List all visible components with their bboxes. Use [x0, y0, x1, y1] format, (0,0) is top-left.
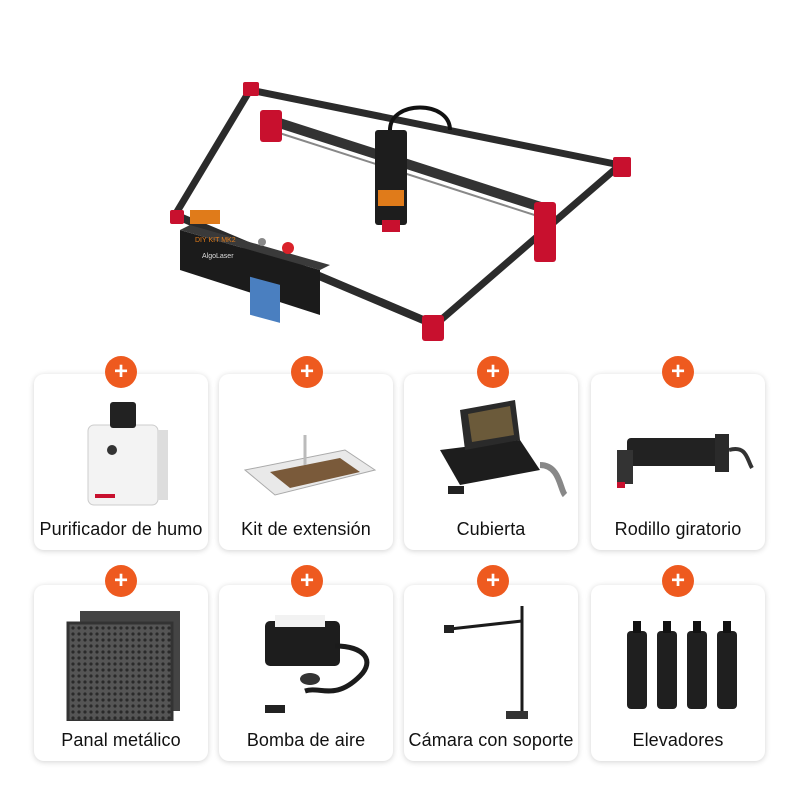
plus-icon[interactable]: +: [477, 356, 509, 388]
accessory-card-rotary-roller[interactable]: Rodillo giratorio: [591, 374, 765, 550]
plate-text: DIY KIT MK2: [195, 237, 236, 244]
accessory-label: Purificador de humo: [39, 519, 203, 539]
risers-icon: [627, 621, 737, 709]
plus-icon[interactable]: +: [291, 565, 323, 597]
accessory-label: Panal metálico: [61, 730, 181, 750]
accessory-label: Bomba de aire: [246, 730, 366, 750]
plus-icon[interactable]: +: [105, 565, 137, 597]
accessory-card-camera-stand[interactable]: Cámara con soporte: [404, 585, 578, 761]
accessory-label: Cámara con soporte: [408, 730, 574, 750]
accessory-card-honeycomb-panel[interactable]: Panal metálico: [34, 585, 208, 761]
plus-icon[interactable]: +: [291, 356, 323, 388]
enclosure-icon: [440, 400, 568, 498]
accessory-card-air-pump[interactable]: Bomba de aire: [219, 585, 393, 761]
plus-icon[interactable]: +: [662, 356, 694, 388]
rotary-roller-icon: [617, 434, 754, 488]
plus-icon[interactable]: +: [105, 356, 137, 388]
plus-icon[interactable]: +: [477, 565, 509, 597]
laser-engraver-image: DIY KIT MK2 AlgoLaser: [170, 82, 631, 341]
fume-purifier-icon: [87, 402, 168, 506]
accessory-card-extension-kit[interactable]: Kit de extensión: [219, 374, 393, 550]
accessory-label: Elevadores: [632, 730, 724, 750]
accessory-card-fume-purifier[interactable]: Purificador de humo: [34, 374, 208, 550]
camera-stand-icon: [444, 606, 528, 719]
accessory-label: Rodillo giratorio: [614, 519, 742, 539]
honeycomb-panel-icon: [66, 611, 180, 721]
air-pump-icon: [265, 615, 370, 713]
accessory-card-risers[interactable]: Elevadores: [591, 585, 765, 761]
brand-text: AlgoLaser: [202, 253, 234, 260]
plus-icon[interactable]: +: [662, 565, 694, 597]
accessory-label: Cubierta: [456, 519, 526, 539]
accessory-label: Kit de extensión: [241, 519, 371, 539]
extension-kit-icon: [243, 435, 377, 496]
accessory-card-enclosure[interactable]: Cubierta: [404, 374, 578, 550]
